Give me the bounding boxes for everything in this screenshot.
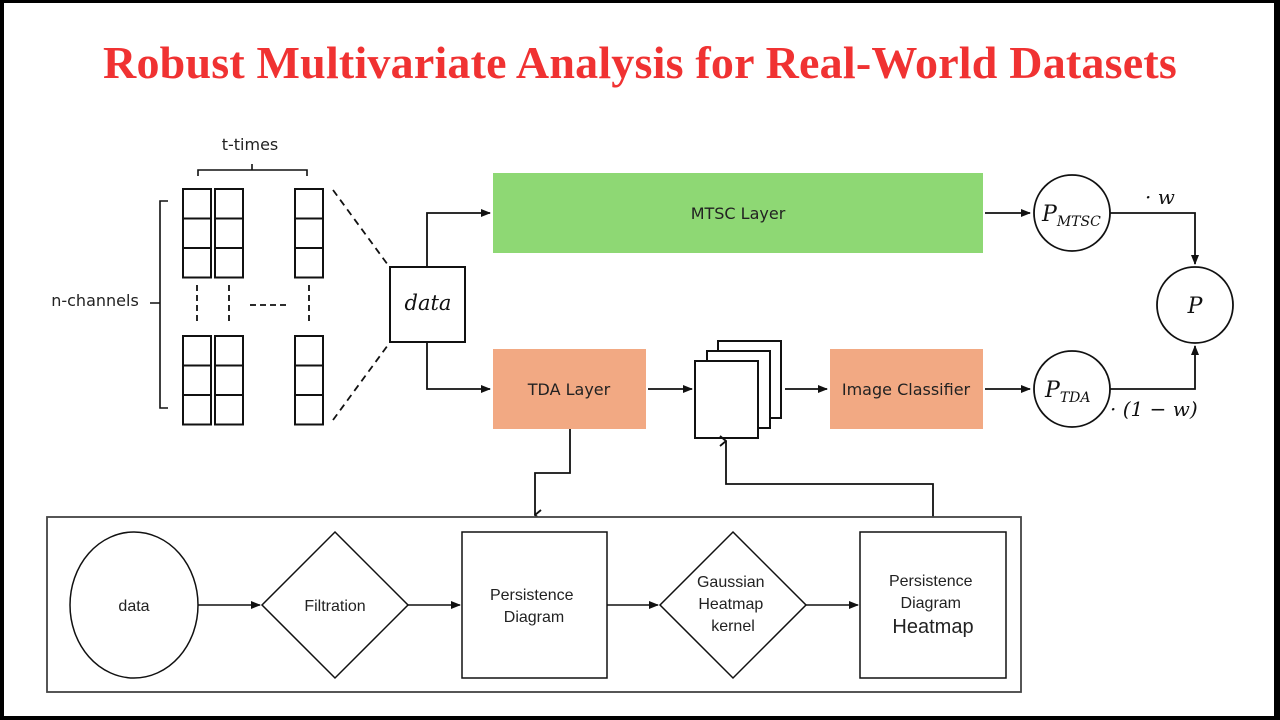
pipeline-data-label: data [118, 598, 149, 615]
grid-cell [182, 394, 212, 426]
weight-tda-label: · (1 − w) [1110, 397, 1198, 421]
weight-mtsc-label: · w [1145, 185, 1175, 209]
p-tda-base: P [1044, 378, 1061, 403]
grid-cell [294, 217, 324, 249]
grid-cell [182, 188, 212, 220]
mtsc-layer [493, 173, 983, 253]
slide-title: Robust Multivariate Analysis for Real-Wo… [103, 37, 1177, 88]
tda-layer-label: TDA Layer [527, 380, 611, 399]
grid-cell [214, 188, 244, 220]
gaussian-kernel-node [658, 530, 808, 680]
data-box [389, 266, 466, 343]
pdh-line-2: Diagram [901, 595, 961, 612]
weight-connectors [1110, 212, 1199, 390]
p-output-node [1156, 266, 1234, 344]
p-output-label: P [1187, 294, 1204, 319]
pdh-line-1: Persistence [889, 573, 973, 590]
grid-cell [294, 247, 324, 279]
tda-layer [493, 349, 646, 429]
input-grid [150, 164, 389, 426]
pdh-line-3: Heatmap [892, 616, 973, 638]
ellipsis-dashes [196, 285, 310, 324]
gk-line-2: Heatmap [698, 596, 763, 613]
pd-heatmap-label: Persistence Diagram Heatmap [889, 573, 977, 638]
tda-branch-connectors [535, 209, 1031, 531]
grid-cell [214, 364, 244, 396]
image-classifier [830, 349, 983, 429]
p-tda-label: PTDA [1044, 378, 1091, 406]
data-connectors [426, 209, 491, 393]
p-mtsc-base: P [1041, 202, 1058, 227]
grid-cell [294, 394, 324, 426]
grid-cell [214, 394, 244, 426]
grid-cell [214, 335, 244, 367]
projection-dashes [332, 189, 389, 421]
mtsc-layer-label: MTSC Layer [691, 204, 786, 223]
p-mtsc-label: PMTSC [1041, 202, 1101, 230]
pd-line-1: Persistence [490, 587, 574, 604]
pd-line-2: Diagram [504, 609, 564, 626]
grid-cell [182, 364, 212, 396]
data-box-label: data [405, 291, 452, 315]
time-label: t-times [222, 135, 279, 154]
filtration-label: Filtration [304, 598, 365, 615]
grid-cell [182, 335, 212, 367]
image-classifier-label: Image Classifier [842, 380, 971, 399]
persistence-diagram-label: Persistence Diagram [490, 587, 578, 626]
channel-label: n-channels [51, 291, 139, 310]
grid-cell [294, 335, 324, 367]
gaussian-kernel-label: Gaussian Heatmap kernel [697, 574, 769, 635]
time-brace [197, 164, 308, 176]
grid-cell [294, 188, 324, 220]
grid-cell [214, 247, 244, 279]
p-mtsc-sub: MTSC [1056, 214, 1101, 230]
grid-cell [182, 247, 212, 279]
gk-line-1: Gaussian [697, 574, 765, 591]
p-tda-sub: TDA [1060, 390, 1091, 406]
persistence-diagram-node [461, 531, 608, 679]
channel-brace [150, 200, 168, 409]
pd-heatmap-node [859, 531, 1007, 679]
grid-cell [182, 217, 212, 249]
image-stack-icon [694, 340, 782, 439]
gk-line-3: kernel [711, 618, 755, 635]
grid-cell [294, 364, 324, 396]
grid-cell [214, 217, 244, 249]
filtration-node [260, 530, 410, 680]
